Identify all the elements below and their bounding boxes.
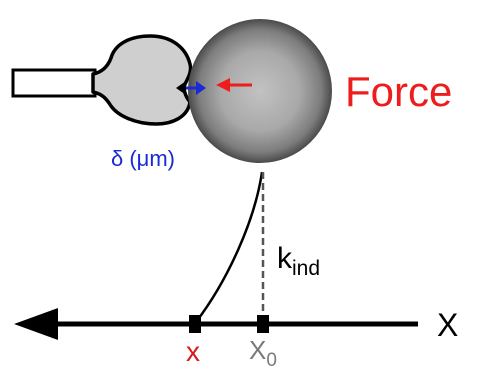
x0-label-sub: 0 [266, 350, 277, 369]
x-label: x [186, 336, 200, 367]
cell [91, 34, 193, 126]
x0-label: X0 [249, 335, 277, 369]
stiffness-label-base: k [277, 242, 293, 275]
stiffness-label: kind [277, 242, 320, 280]
axis-label: X [437, 307, 458, 343]
force-arrow-icon [216, 78, 252, 92]
pipette [11, 68, 97, 98]
x0-label-base: X [249, 335, 266, 365]
double-arrow-icon [176, 81, 206, 95]
arrow-left-icon [14, 308, 58, 340]
x0-tick [257, 315, 269, 333]
stiffness-curve [195, 171, 264, 323]
stiffness-label-sub: ind [292, 257, 320, 280]
indentation-label: δ (μm) [111, 146, 175, 171]
x-axis [14, 308, 418, 340]
x-tick [189, 315, 201, 333]
bead [188, 19, 332, 163]
force-label: Force [345, 68, 452, 115]
